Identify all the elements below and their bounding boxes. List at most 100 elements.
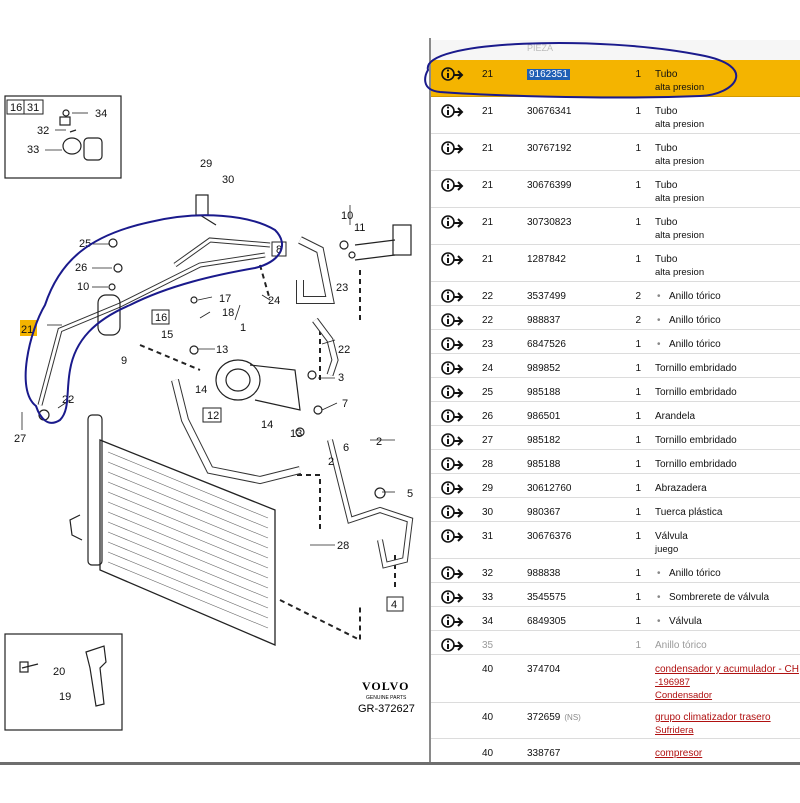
info-arrow-icon[interactable] — [441, 66, 465, 82]
part-description[interactable]: compresor — [655, 748, 703, 759]
part-number-text: 989852 — [527, 363, 561, 374]
part-number[interactable]: 3537499 — [527, 291, 566, 302]
part-number[interactable]: 985188 — [527, 459, 560, 470]
part-description: Tornillo embridado — [655, 387, 737, 398]
ref-number: 24 — [482, 363, 494, 374]
part-number-text: 3545575 — [527, 592, 566, 603]
part-subdescription[interactable]: Sufridera — [655, 725, 694, 736]
part-description: Tubo — [655, 254, 678, 265]
part-number[interactable]: 30730823 — [527, 217, 572, 228]
part-description: Válvula — [669, 616, 702, 627]
info-arrow-icon[interactable] — [441, 384, 465, 400]
part-number[interactable]: 30676399 — [527, 180, 572, 191]
info-arrow-icon[interactable] — [441, 565, 465, 581]
part-description: Abrazadera — [655, 483, 707, 494]
info-arrow-icon[interactable] — [441, 480, 465, 496]
part-number[interactable]: 30612760 — [527, 483, 572, 494]
callout-2b: 2 — [328, 456, 334, 468]
part-subdescription: alta presion — [655, 230, 705, 241]
info-arrow-icon[interactable] — [441, 360, 465, 376]
ref-number: 21 — [482, 143, 494, 154]
ref-number: 23 — [482, 339, 494, 350]
part-number[interactable]: 374704 — [527, 664, 560, 675]
part-description[interactable]: grupo climatizador trasero — [655, 712, 771, 723]
callout-7: 7 — [342, 398, 348, 410]
callout-10: 10 — [341, 210, 353, 222]
part-subdescription-2[interactable]: Condensador — [655, 690, 713, 701]
part-description: Válvula — [655, 531, 688, 542]
part-number[interactable]: 30676341 — [527, 106, 572, 117]
bullet-dot: • — [657, 568, 661, 579]
part-number[interactable]: 980367 — [527, 507, 560, 518]
ref-number: 40 — [482, 664, 494, 675]
part-number-text: 6849305 — [527, 616, 566, 627]
part-number[interactable]: 985188 — [527, 387, 560, 398]
diagram-ref: GR-372627 — [358, 703, 415, 715]
callout-18: 18 — [222, 307, 234, 319]
info-arrow-icon[interactable] — [441, 408, 465, 424]
info-arrow-icon[interactable] — [441, 456, 465, 472]
info-arrow-icon[interactable] — [441, 613, 465, 629]
info-arrow-icon[interactable] — [441, 103, 465, 119]
quantity: 1 — [635, 507, 641, 518]
part-number-text: 30676399 — [527, 180, 572, 191]
quantity: 1 — [635, 411, 641, 422]
info-arrow-icon[interactable] — [441, 336, 465, 352]
part-number[interactable]: 30767192 — [527, 143, 572, 154]
info-arrow-icon[interactable] — [441, 140, 465, 156]
info-arrow-icon[interactable] — [441, 528, 465, 544]
ref-number: 21 — [482, 254, 494, 265]
info-arrow-icon[interactable] — [441, 214, 465, 230]
info-arrow-icon[interactable] — [441, 177, 465, 193]
part-number[interactable]: 9162351 — [527, 69, 570, 80]
part-number[interactable]: 6849305 — [527, 616, 566, 627]
part-number[interactable]: 6847526 — [527, 339, 566, 350]
part-number[interactable]: 989852 — [527, 363, 560, 374]
info-arrow-icon[interactable] — [441, 637, 465, 653]
part-number[interactable]: 986501 — [527, 411, 560, 422]
part-number[interactable]: 372659(NS) — [527, 712, 581, 723]
part-number[interactable]: 988838 — [527, 568, 560, 579]
info-arrow-icon[interactable] — [441, 288, 465, 304]
callout-17: 17 — [219, 293, 231, 305]
part-number[interactable]: 338767 — [527, 748, 560, 759]
part-number[interactable]: 30676376 — [527, 531, 572, 542]
part-number[interactable]: 988837 — [527, 315, 560, 326]
parts-row[interactable]: 40 374704 condensador y acumulador - CH -19… — [431, 655, 800, 703]
callout-15: 15 — [161, 329, 173, 341]
part-subdescription[interactable]: -196987 — [655, 677, 690, 688]
info-arrow-icon[interactable] — [441, 251, 465, 267]
part-number[interactable]: 3545575 — [527, 592, 566, 603]
info-arrow-icon[interactable] — [441, 432, 465, 448]
part-number[interactable]: 1287842 — [527, 254, 566, 265]
info-arrow-icon[interactable] — [441, 312, 465, 328]
info-arrow-icon[interactable] — [441, 504, 465, 520]
info-arrow-icon[interactable] — [441, 589, 465, 605]
part-description[interactable]: condensador y acumulador - CH — [655, 664, 799, 675]
ref-number: 40 — [482, 712, 494, 723]
part-number[interactable]: 985182 — [527, 435, 560, 446]
